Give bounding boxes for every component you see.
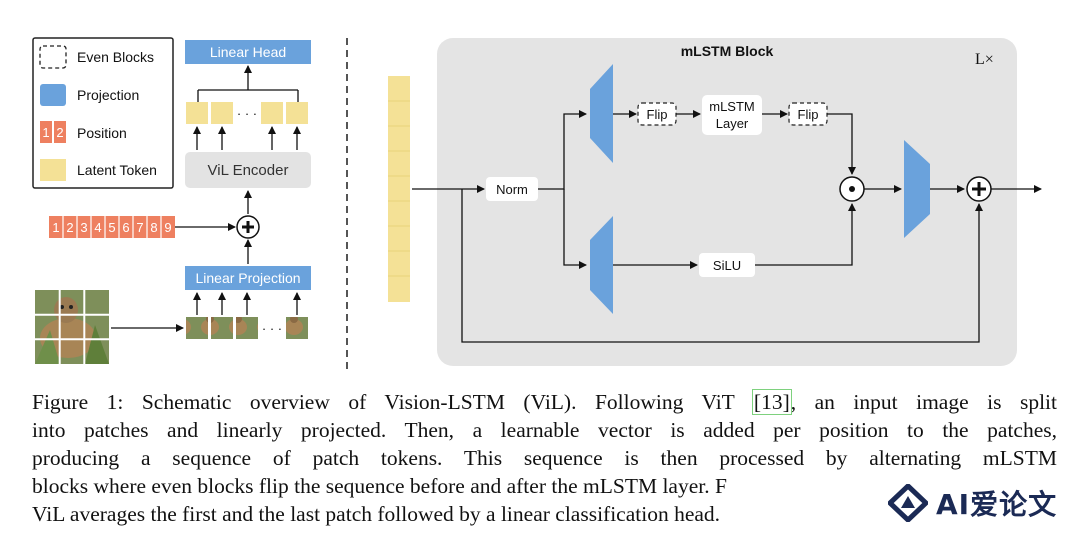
mlstm-layer-label-2: Layer xyxy=(716,116,749,131)
mlstm-block-bg xyxy=(437,38,1017,366)
legend-even-blocks: Even Blocks xyxy=(77,49,154,65)
legend: Even Blocks Projection 1 2 Position Late… xyxy=(32,37,174,189)
vil-encoder-box xyxy=(185,152,311,188)
figure-caption: Figure 1: Schematic overview of Vision-L… xyxy=(32,388,1057,528)
linear-projection-box xyxy=(185,266,311,290)
caption-line-2: into patches and linearly projected. The… xyxy=(32,418,1057,442)
silu-label: SiLU xyxy=(713,258,741,273)
flip-label-before: Flip xyxy=(647,107,668,122)
silu-box xyxy=(699,253,755,277)
pos-5: 5 xyxy=(108,220,115,235)
even-blocks-swatch xyxy=(39,45,67,69)
mlstm-block-title: mLSTM Block xyxy=(681,43,774,59)
linear-projection-label: Linear Projection xyxy=(195,270,300,286)
watermark: AI爱论文 xyxy=(888,478,1068,528)
pos-2: 2 xyxy=(66,220,73,235)
pos-7: 7 xyxy=(136,220,143,235)
legend-projection: Projection xyxy=(77,87,139,103)
patch-tokens: · · · xyxy=(186,317,308,339)
caption-line-3: producing a sequence of patch tokens. Th… xyxy=(32,446,1057,470)
caption-line-4: blocks where even blocks flip the sequen… xyxy=(32,474,727,498)
latent-swatch xyxy=(40,159,66,181)
repeat-label: L× xyxy=(975,51,994,68)
token-sequence xyxy=(388,76,410,302)
input-image xyxy=(35,290,109,364)
position-swatch-1 xyxy=(40,121,52,143)
pos-8: 8 xyxy=(150,220,157,235)
norm-box xyxy=(486,177,538,201)
projection-swatch xyxy=(40,84,66,106)
vil-figure: Even Blocks Projection 1 2 Position Late… xyxy=(32,37,1042,370)
mlstm-layer-label-1: mLSTM xyxy=(709,99,755,114)
position-swatch-2 xyxy=(54,121,66,143)
flip-label-after: Flip xyxy=(798,107,819,122)
down-projection xyxy=(904,140,930,238)
vil-encoder-label: ViL Encoder xyxy=(208,162,289,179)
norm-label: Norm xyxy=(496,182,528,197)
mlstm-layer-box xyxy=(702,95,762,135)
caption-text-1b: , an input image is split xyxy=(790,390,1057,414)
output-tokens: · · · xyxy=(186,102,308,124)
watermark-text: AI爱论文 xyxy=(936,488,1058,521)
watermark-logo-icon xyxy=(888,484,928,522)
pos-3: 3 xyxy=(80,220,87,235)
pos-9: 9 xyxy=(164,220,171,235)
position-digit-2: 2 xyxy=(56,125,63,140)
up-projection-top xyxy=(590,64,613,163)
up-projection-bottom xyxy=(590,216,613,314)
linear-head-box xyxy=(185,40,311,64)
position-embeddings: 1 2 3 4 5 6 7 8 9 xyxy=(49,216,175,238)
pos-6: 6 xyxy=(122,220,129,235)
pos-4: 4 xyxy=(94,220,101,235)
legend-latent-token: Latent Token xyxy=(77,162,157,178)
pos-1: 1 xyxy=(52,220,59,235)
position-digit-1: 1 xyxy=(42,125,49,140)
caption-text-1a: Figure 1: Schematic overview of Vision-L… xyxy=(32,390,753,414)
token-ellipsis: · · · xyxy=(237,106,257,121)
legend-position: Position xyxy=(77,125,127,141)
caption-line-5: ViL averages the first and the last patc… xyxy=(32,502,721,526)
vil-overview: Linear Head · · · ViL Encoder xyxy=(35,40,311,364)
linear-head-label: Linear Head xyxy=(210,44,286,60)
patch-ellipsis: · · · xyxy=(262,321,282,336)
citation-link[interactable]: [13] xyxy=(751,389,792,415)
caption-line-1: Figure 1: Schematic overview of Vision-L… xyxy=(32,388,1057,416)
